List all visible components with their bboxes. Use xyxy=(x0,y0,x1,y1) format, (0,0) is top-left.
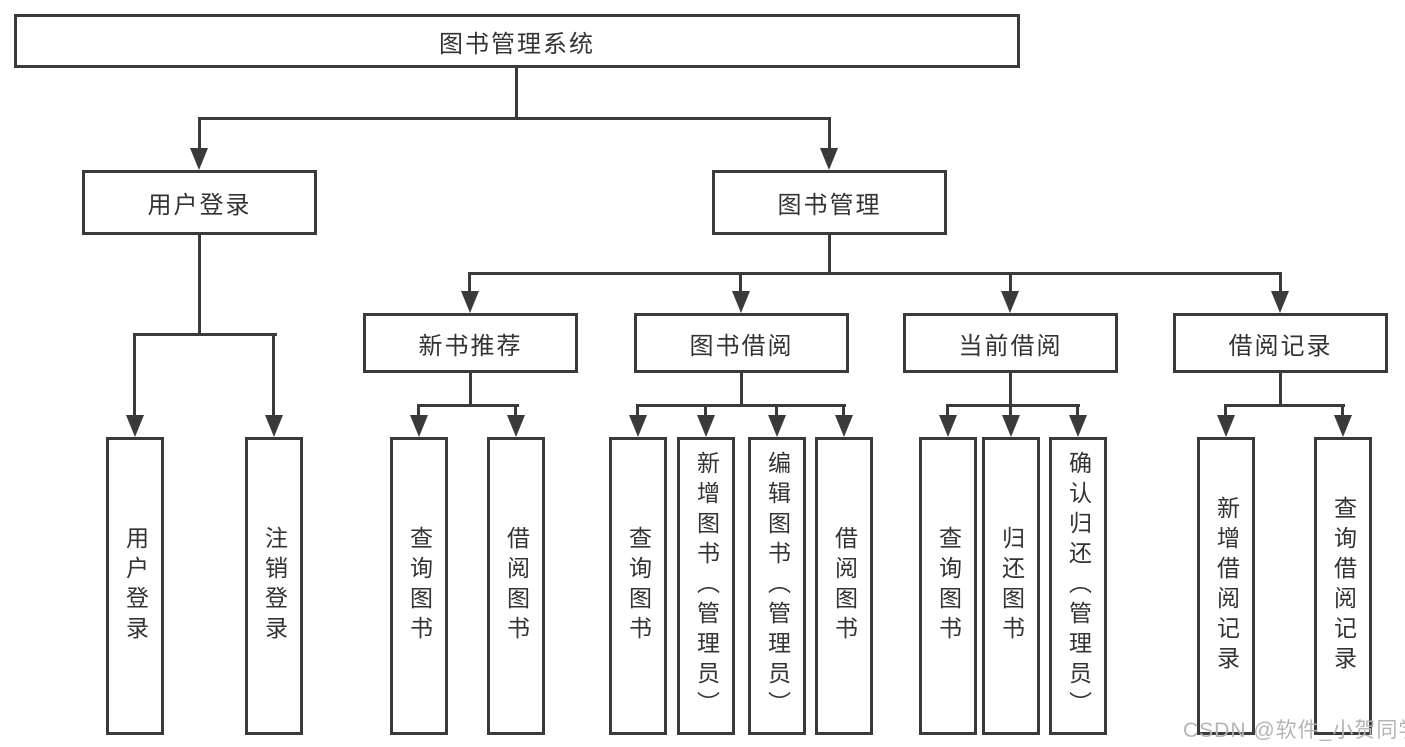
arrowhead-icon xyxy=(190,148,208,170)
node-root-title: 图书管理系统 xyxy=(14,14,1020,68)
leaf-edit-book-admin: 编辑图书（管理员） xyxy=(748,437,806,735)
arrowhead-icon xyxy=(629,415,647,437)
line xyxy=(828,235,831,275)
leaf-query-borrow-record: 查询借阅记录 xyxy=(1314,437,1372,735)
line xyxy=(704,404,707,417)
leaf-add-book-admin: 新增图书（管理员） xyxy=(677,437,735,735)
arrowhead-icon xyxy=(265,415,283,437)
leaf-query-books-current: 查询图书 xyxy=(919,437,977,735)
arrowhead-icon xyxy=(732,291,750,313)
csdn-watermark: CSDN @软件_小贺同学 xyxy=(1183,719,1405,742)
line xyxy=(198,117,201,150)
node-book-borrow: 图书借阅 xyxy=(634,313,849,373)
line xyxy=(842,404,845,417)
line xyxy=(1279,272,1282,294)
leaf-user-login: 用户登录 xyxy=(106,437,164,735)
line xyxy=(1009,373,1012,407)
line xyxy=(133,333,277,336)
arrowhead-icon xyxy=(1271,291,1289,313)
line xyxy=(468,272,1282,275)
line xyxy=(198,235,201,336)
line xyxy=(636,404,639,417)
line xyxy=(1009,272,1012,294)
line xyxy=(740,373,743,407)
line xyxy=(946,404,1080,407)
node-current-borrow: 当前借阅 xyxy=(903,313,1118,373)
line xyxy=(739,272,742,294)
arrowhead-icon xyxy=(507,415,525,437)
leaf-query-books-recommend: 查询图书 xyxy=(390,437,448,735)
line xyxy=(417,404,420,417)
leaf-confirm-return-admin: 确认归还（管理员） xyxy=(1049,437,1107,735)
leaf-query-books-borrow: 查询图书 xyxy=(609,437,667,735)
line xyxy=(468,272,471,294)
arrowhead-icon xyxy=(835,415,853,437)
node-new-book-recommend: 新书推荐 xyxy=(363,313,578,373)
line xyxy=(1076,404,1079,417)
node-borrow-records: 借阅记录 xyxy=(1173,313,1388,373)
arrowhead-icon xyxy=(1002,415,1020,437)
leaf-add-borrow-record: 新增借阅记录 xyxy=(1197,437,1255,735)
line xyxy=(514,404,517,417)
line xyxy=(198,117,831,120)
line xyxy=(636,404,846,407)
line xyxy=(469,373,472,407)
line xyxy=(946,404,949,417)
arrowhead-icon xyxy=(697,415,715,437)
line xyxy=(775,404,778,417)
line xyxy=(417,404,519,407)
arrowhead-icon xyxy=(1334,415,1352,437)
line xyxy=(515,68,518,120)
line xyxy=(828,117,831,150)
arrowhead-icon xyxy=(461,291,479,313)
line xyxy=(1224,404,1227,417)
line xyxy=(272,333,275,417)
leaf-borrow-books-recommend: 借阅图书 xyxy=(487,437,545,735)
arrowhead-icon xyxy=(410,415,428,437)
arrowhead-icon xyxy=(820,148,838,170)
leaf-return-books: 归还图书 xyxy=(982,437,1040,735)
line xyxy=(1009,404,1012,417)
line xyxy=(133,333,136,417)
line xyxy=(1341,404,1344,417)
arrowhead-icon xyxy=(768,415,786,437)
arrowhead-icon xyxy=(126,415,144,437)
leaf-logout: 注销登录 xyxy=(245,437,303,735)
arrowhead-icon xyxy=(1001,291,1019,313)
node-user-login: 用户登录 xyxy=(82,170,317,235)
leaf-borrow-books: 借阅图书 xyxy=(815,437,873,735)
arrowhead-icon xyxy=(939,415,957,437)
arrowhead-icon xyxy=(1217,415,1235,437)
arrowhead-icon xyxy=(1069,415,1087,437)
node-book-management: 图书管理 xyxy=(712,170,947,235)
line xyxy=(1279,373,1282,407)
line xyxy=(1224,404,1345,407)
